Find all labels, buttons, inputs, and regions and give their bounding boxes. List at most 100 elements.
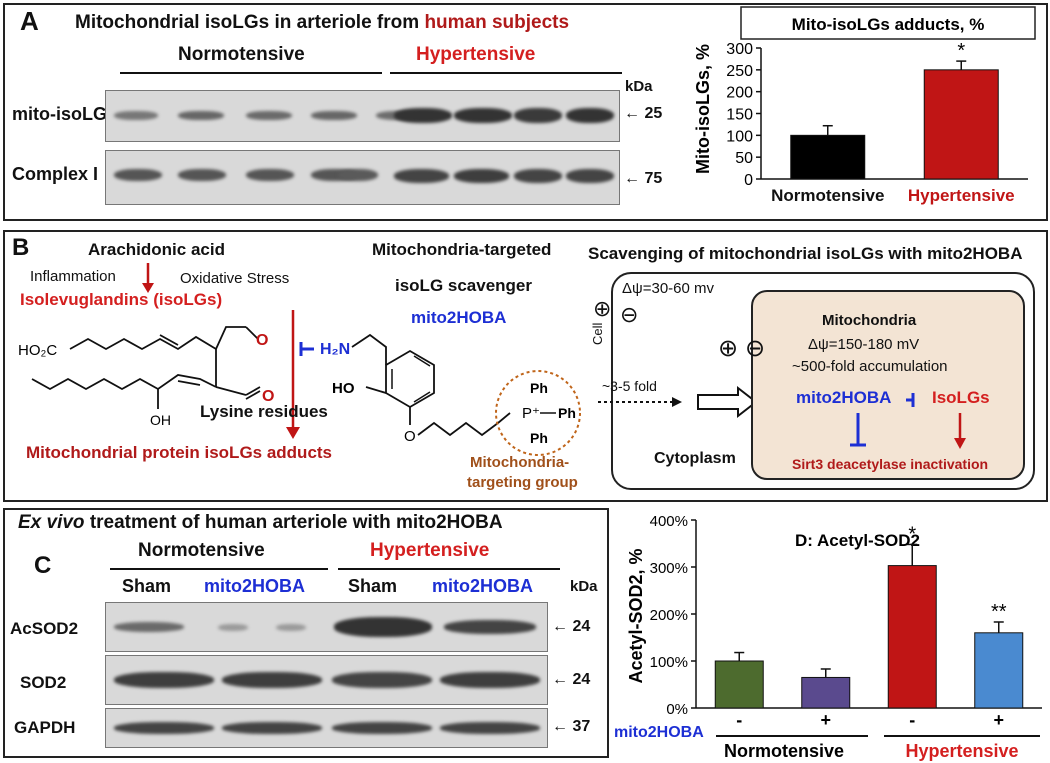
panel-b	[3, 230, 1048, 502]
panel-a-row2-marker: ← 75	[624, 170, 663, 187]
lysine-residues: Lysine residues	[200, 402, 328, 421]
isolg-structure: O O HO₂C OH H₂N HO O P⁺ Ph Ph Ph	[18, 263, 581, 456]
targeting-group-line1: Mitochondria-	[470, 454, 570, 471]
targeted-line2: isoLG scavenger	[395, 276, 533, 295]
panel-b-letter: B	[12, 234, 30, 261]
blot-complex-i	[105, 150, 620, 205]
y-tick-label: 250	[726, 63, 753, 80]
mito-minus: ⊖	[745, 335, 766, 362]
panel-a	[3, 3, 1048, 221]
panel-c-row3-marker: ← 37	[552, 718, 591, 735]
bar	[923, 69, 999, 180]
sirt3-label: Sirt3 deacetylase inactivation	[792, 456, 989, 472]
panel-c-group-normotensive: Normotensive	[138, 540, 265, 561]
mito2hoba-name: mito2HOBA	[411, 308, 507, 327]
y-tick-label: 200%	[650, 607, 688, 624]
cell-label: Cell	[590, 322, 605, 345]
mito-potential: Δψ=150-180 mV	[808, 336, 920, 353]
mito-isolgs: IsoLGs	[932, 388, 990, 407]
bar	[714, 660, 764, 709]
bar	[887, 565, 937, 709]
panel-c-group-hypertensive: Hypertensive	[370, 540, 490, 561]
chart-d-ylabel: Acetyl-SOD2, %	[626, 548, 646, 683]
bar	[801, 676, 851, 709]
lane-1-label: Sham	[122, 576, 172, 596]
isolevuglandins-label: Isolevuglandins (isoLGs)	[20, 290, 223, 309]
chart-a-ylabel: Mito-isoLGs, %	[693, 44, 713, 174]
chart-d-group-normotensive: Normotensive	[724, 741, 844, 761]
category-label: Normotensive	[771, 186, 884, 205]
mitochondria-box	[751, 290, 1025, 480]
panel-a-hypertensive-line	[390, 72, 622, 74]
y-tick-label: 300	[726, 41, 753, 58]
panel-c-row1-label: AcSOD2	[10, 619, 79, 638]
y-tick-label: 150	[726, 107, 753, 124]
blot-mito-isolg	[105, 90, 620, 142]
y-tick-label: 100	[726, 128, 753, 145]
transport-arrows	[598, 385, 758, 419]
panel-a-title-highlight: human subjects	[424, 12, 570, 33]
treatment-sign: +	[820, 710, 831, 730]
targeted-line1: Mitochondria-targeted	[372, 240, 552, 259]
cell-minus: ⊖	[620, 302, 639, 327]
panel-c	[3, 508, 609, 758]
panel-a-group-normotensive: Normotensive	[178, 44, 305, 65]
panel-c-normotensive-line	[110, 568, 328, 570]
panel-a-row1-marker: ← 25	[624, 105, 663, 122]
oxidative-stress-label: Oxidative Stress	[180, 270, 290, 287]
mito-scavenger: mito2HOBA	[796, 388, 892, 407]
y-tick-label: 50	[735, 150, 753, 167]
targeting-group-line2: targeting group	[467, 474, 578, 491]
significance-mark: *	[957, 40, 965, 62]
panel-a-title-prefix: Mitochondrial isoLGs in arteriole from	[75, 12, 425, 33]
category-label: Hypertensive	[908, 186, 1015, 205]
bar	[790, 134, 866, 180]
y-tick-label: 300%	[650, 560, 688, 577]
panel-c-row2-label: SOD2	[20, 673, 67, 692]
isolg-aldehyde-o: O	[262, 388, 274, 405]
lane-3-label: Sham	[348, 576, 398, 596]
mito-title: Mitochondria	[822, 312, 917, 329]
panel-c-row2-marker: ← 24	[552, 671, 591, 688]
mito2hoba-ho: HO	[332, 380, 355, 397]
cytoplasm-label: Cytoplasm	[654, 450, 736, 467]
chart-a-title-box	[740, 6, 1036, 40]
panel-c-kda: kDa	[570, 578, 598, 595]
treatment-sign: -	[736, 710, 742, 730]
lane-4-label: mito2HOBA	[432, 576, 534, 596]
chart-acetyl-sod2: Acetyl-SOD2, % mito2HOBA D: Acetyl-SOD2 …	[614, 513, 1042, 761]
blot-acsod2	[105, 602, 548, 652]
cell-plus: ⊕	[593, 296, 612, 321]
scavenging-title: Scavenging of mitochondrial isoLGs with …	[588, 244, 1023, 263]
treatment-sign: -	[909, 710, 915, 730]
cytoplasm-fold: ~3-5 fold	[602, 378, 657, 394]
panel-c-row1-marker: ← 24	[552, 618, 591, 635]
y-tick-label: 100%	[650, 654, 688, 671]
chart-d-group-hypertensive: Hypertensive	[905, 741, 1018, 761]
lane-2-label: mito2HOBA	[204, 576, 306, 596]
y-tick-label: 200	[726, 85, 753, 102]
blot-sod2	[105, 655, 548, 705]
panel-a-letter: A	[20, 6, 39, 36]
tpp-phenyl-1: Ph	[530, 380, 548, 396]
bar	[974, 632, 1024, 709]
panel-a-normotensive-line	[120, 72, 382, 74]
significance-mark: *	[908, 523, 916, 545]
panel-a-title: Mitochondrial isoLGs in arteriole from h…	[75, 12, 569, 34]
panel-a-row2-label: Complex I	[12, 164, 99, 184]
mito-inhibition-marks	[850, 393, 966, 449]
isolg-oh: OH	[150, 412, 171, 428]
panel-a-group-hypertensive: Hypertensive	[416, 44, 536, 65]
isolg-ketone-o: O	[256, 332, 268, 349]
chart-d-treatment-label: mito2HOBA	[614, 724, 704, 741]
mito-accumulation: ~500-fold accumulation	[792, 358, 948, 375]
arachidonic-acid: Arachidonic acid	[88, 240, 225, 259]
panel-a-row1-label: mito-isoLG	[12, 104, 107, 124]
mito-plus: ⊕	[718, 335, 739, 362]
panel-c-title: Ex vivo treatment of human arteriole wit…	[18, 512, 503, 534]
chart-d-title: D: Acetyl-SOD2	[795, 531, 920, 550]
cell-box	[611, 272, 1035, 490]
panel-c-hypertensive-line	[338, 568, 560, 570]
y-tick-label: 0	[744, 172, 753, 189]
significance-mark: **	[991, 601, 1007, 623]
